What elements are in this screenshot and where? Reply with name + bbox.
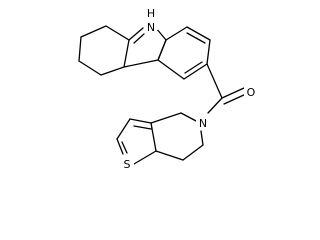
atom-label-s: S <box>124 158 131 171</box>
bond <box>200 130 204 146</box>
bond <box>150 112 182 124</box>
atom-o: O <box>244 84 258 99</box>
bond <box>165 26 188 41</box>
bond <box>133 125 152 130</box>
bond <box>157 39 167 61</box>
bond <box>129 118 152 124</box>
atom-n-amide: N <box>196 115 210 130</box>
atom-nh: N H <box>144 7 158 34</box>
bond <box>123 39 130 68</box>
bond <box>180 112 199 123</box>
molecule-structure: N H O N S <box>78 7 258 171</box>
atom-label-h: H <box>147 7 155 20</box>
bond <box>116 118 131 140</box>
bond <box>155 150 184 161</box>
bond <box>182 144 204 161</box>
bond <box>133 150 157 165</box>
bond <box>223 93 247 105</box>
carbonyl-linker <box>206 63 247 114</box>
bond <box>157 59 185 80</box>
bond <box>186 26 211 41</box>
atom-s: S <box>121 156 134 171</box>
tetrahydropyridine-ring <box>150 112 204 161</box>
bond <box>206 39 211 65</box>
cyclohexane-ring <box>78 25 130 76</box>
bond <box>123 59 159 68</box>
bond <box>80 25 107 38</box>
bond <box>183 63 208 80</box>
bond <box>78 60 102 76</box>
atom-label-n-indole: N <box>147 21 155 34</box>
bond <box>206 63 223 99</box>
structure-canvas: N H O N S <box>78 7 258 171</box>
bond <box>133 33 145 44</box>
bond <box>78 36 82 62</box>
atom-label-n-amide: N <box>199 117 207 130</box>
benzene-ring <box>157 26 211 80</box>
bond <box>207 97 223 114</box>
atom-label-o: O <box>247 86 256 99</box>
bond <box>121 141 128 154</box>
bond <box>128 27 144 41</box>
thiophene-ring <box>116 118 157 165</box>
bond <box>150 122 157 152</box>
bond <box>184 61 203 74</box>
bond <box>116 138 124 155</box>
bond <box>221 87 245 99</box>
bond <box>100 66 125 76</box>
bond <box>186 32 206 44</box>
bond <box>105 25 130 41</box>
